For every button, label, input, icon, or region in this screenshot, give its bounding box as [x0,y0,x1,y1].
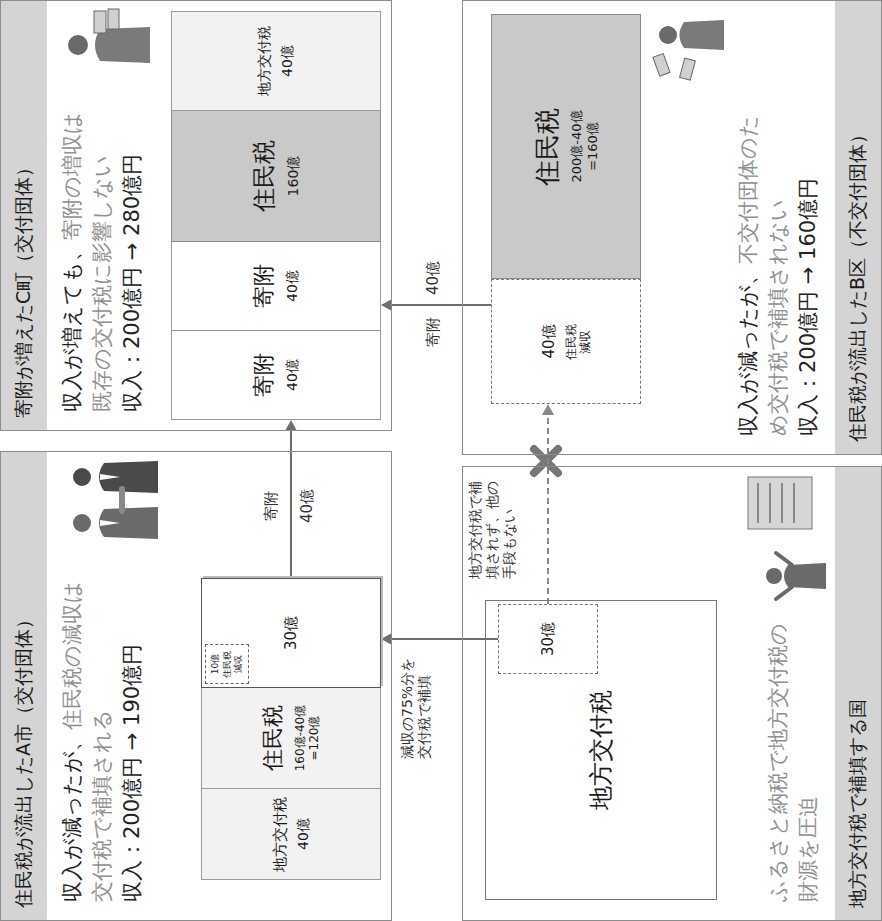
box-content: 住民税 160億 [172,111,380,241]
amount-label: 40億 [424,259,443,297]
box-label: 寄附 [251,353,277,397]
edge-label: 寄附 [424,315,443,349]
budget-box: 地方交付税 30億 [485,600,717,900]
panel-body: 収入が減ったが、不交付団体のため交付税で補填されない収入：200億円 → 160… [733,94,823,436]
edge-label: 減収の75%分を交付税で補填 [398,649,434,761]
arrow-head [285,420,297,431]
header-band: 地方交付税で補填する国 [835,467,881,920]
bar-segment: 地方交付税 40億 [171,11,381,111]
connector-line [547,414,549,604]
edge-label: 寄附 [262,489,281,523]
panel-heading: 寄附が増えたC町（交付団体） [11,158,37,418]
bar-segment: 住民税 160億 [171,110,381,242]
box-value: 住民税 減収 [222,649,244,679]
connector-line [391,304,491,306]
bar-segment: 寄附 40億 [171,241,381,331]
panel-heading: 地方交付税で補填する国 [845,699,871,908]
box-label: 地方交付税 [587,690,616,810]
box-label: 10億 [210,654,221,674]
connector [381,633,498,645]
panel: 住民税が流出したB区（不交付団体） 収入が減ったが、不交付団体のため交付税で補填さ… [462,0,882,455]
arrow-head [542,404,554,415]
amount-label: 40億 [298,487,317,525]
cross-mark [534,449,558,473]
dashed-box: 10億住民税 減収 [205,644,249,684]
panel-heading: 住民税が流出したA市（交付団体） [11,610,37,908]
panel-body: 収入が減ったが、住民税の減収は交付税で補填される収入：200億円 → 190億円 [57,578,147,902]
box-value: 40億 [279,45,296,77]
box-content: 住民税200億-40億 =160億 [492,15,640,278]
text-line: 収入が減ったが、不交付団体のため交付税で補填されない [733,94,793,436]
box-content: 40億住民税 減収 [492,280,640,403]
box-value: 160億-40億 =120億 [293,702,322,774]
connector-line [391,638,498,640]
box-value: 40億 [284,359,301,391]
bar-segment: 住民税 160億-40億 =120億 [201,687,381,789]
losing-money-icon [653,20,724,80]
dashed-box: 40億住民税 減収 [491,279,641,404]
money-person-icon [68,9,150,63]
income-line: 収入：200億円 → 280億円 [117,110,147,412]
box-content: 寄附 40億 [172,331,380,419]
box-label: 30億 [539,622,557,656]
box-content: 30億 [499,605,597,673]
handshake-icon [73,461,158,539]
panel-text: 収入が増えても、 [60,240,84,412]
box-value: 住民税 減収 [564,322,593,362]
panel-body: ふるさと納税で地方交付税の財源を圧迫 [763,620,823,902]
dashed-box: 30億 [498,604,598,674]
bar-segment: 寄附 40億 [171,330,381,420]
panel-heading: 住民税が流出したB区（不交付団体） [845,125,871,442]
edge-label: 地方交付税で補填されず、他の手段もない [466,473,519,581]
header-band: 住民税が流出したA市（交付団体） [1,452,47,920]
header-band: 寄附が増えたC町（交付団体） [1,1,47,430]
box-label: 地方交付税 [271,797,289,872]
connector [285,420,297,578]
box-content: 住民税 160億-40億 =120億 [202,688,380,788]
box-label: 40億 [540,324,558,358]
panel: 住民税が流出したA市（交付団体） 収入が減ったが、住民税の減収は交付税で補填される… [0,451,392,921]
box-content: 地方交付税 40億 [202,789,380,879]
connector-line [290,430,292,578]
panel-note: ふるさと納税で地方交付税の財源を圧迫 [763,620,823,902]
box-label: 地方交付税 [256,26,273,96]
connector [542,404,554,604]
box-content: 10億住民税 減収 [206,645,248,683]
bar-segment: 住民税200億-40億 =160億 [491,14,641,279]
connector [381,299,491,311]
arrow-head [381,633,392,645]
panel-body: 収入が増えても、寄附の増収は既存の交付税に影響しない収入：200億円 → 280… [57,110,147,412]
header-band: 住民税が流出したB区（不交付団体） [835,1,881,454]
box-value: 40億 [295,818,312,850]
box-label: 30億 [282,616,300,650]
income-line: 収入：200億円 → 160億円 [793,94,823,436]
text-line: 収入が減ったが、住民税の減収は交付税で補填される [57,578,117,902]
box-label: 寄附 [251,264,277,308]
box-value: 200億-40億 =160億 [569,92,600,202]
panel: 地方交付税で補填する国ふるさと納税で地方交付税の財源を圧迫 地方交付税 30億 [462,466,882,921]
bar-segment: 30億 10億住民税 減収 [201,578,381,688]
panel: 寄附が増えたC町（交付団体） 収入が増えても、寄附の増収は既存の交付税に影響しない… [0,0,392,431]
income-line: 収入：200億円 → 190億円 [117,578,147,902]
box-label: 住民税 [260,705,286,771]
box-value: 160億 [285,156,302,197]
box-label: 住民税 [250,140,279,212]
text-line: 収入が増えても、寄附の増収は既存の交付税に影響しない [57,110,117,412]
government-icon [748,477,826,599]
box-content: 地方交付税 [486,601,716,899]
box-content: 寄附 40億 [172,242,380,330]
box-value: 40億 [284,270,301,302]
panel-text: 収入が減ったが、 [736,264,760,436]
bar-segment: 地方交付税 40億 [201,788,381,880]
box-content: 地方交付税 40億 [172,12,380,110]
box-label: 住民税 [532,108,563,186]
panel-text: 収入が減ったが、 [60,730,84,902]
arrow-head [381,299,392,311]
